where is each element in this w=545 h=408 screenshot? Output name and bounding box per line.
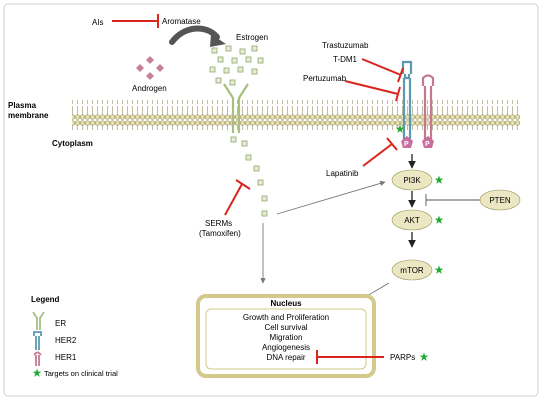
cytoplasm-label: Cytoplasm [52,139,93,148]
tdm1-inhibition-bar [397,67,404,83]
legend-her1-label: HER1 [55,353,77,362]
akt-label: AKT [404,216,420,225]
mtor-label: mTOR [400,266,424,275]
estrogen-label: Estrogen [236,33,268,42]
pertuzumab-inhibition-bar [395,86,401,102]
estrogen-squares-cytoplasm [230,136,268,217]
legend-targets-label: Targets on clinical trial [44,369,118,378]
pi3k-node: PI3K [391,169,433,191]
akt-node: AKT [391,209,433,231]
estrogen-molecules [209,45,264,86]
legend-her2-icon [33,331,42,350]
process-dna-repair: DNA repair [266,353,305,362]
lapatinib-label: Lapatinib [326,169,359,178]
plasma-membrane [72,100,520,130]
her2-receptor [401,60,413,140]
her1-receptor [421,74,435,140]
pten-node: PTEN [479,189,521,211]
estrogen-receptor [223,83,249,133]
membrane-label: membrane [8,111,49,120]
nucleus: Nucleus Growth and Proliferation Cell su… [196,294,376,378]
er-to-pi3k-arrow [276,180,386,215]
parps-label: PARPs [390,353,415,362]
trastuzumab-label: Trastuzumab [322,41,369,50]
aromatase-conversion-arrow [169,25,220,45]
lapatinib-inhibition-bar [386,137,398,151]
legend-her1-icon [33,351,42,366]
tamoxifen-label: (Tamoxifen) [199,229,241,238]
androgen-molecules [136,56,164,80]
pten-label: PTEN [489,196,511,205]
process-survival: Cell survival [264,323,307,332]
pi3k-label: PI3K [403,176,421,185]
legend-er-label: ER [55,319,66,328]
process-growth: Growth and Proliferation [243,313,329,322]
legend-her2-label: HER2 [55,336,77,345]
legend: Legend ER HER2 HER1 Targets on clinical … [31,295,118,378]
legend-er-icon [32,311,45,330]
legend-title: Legend [31,295,60,304]
tdm1-inhibition-line [361,58,402,76]
aromatase-label: Aromatase [162,17,201,26]
aromatase-arrowhead [210,34,226,47]
plasma-label: Plasma [8,101,37,110]
mtor-node: mTOR [391,259,433,281]
pertuzumab-inhibition-line [344,80,399,95]
serms-inhibition-line [224,183,243,216]
her1-phospho: P [422,136,434,148]
serms-label: SERMs [205,219,232,228]
serms-inhibition-bar [235,179,251,190]
lapatinib-inhibition-line [362,143,393,167]
pertuzumab-label: Pertuzumab [303,74,347,83]
svg-text:P: P [404,141,409,148]
process-migration: Migration [270,333,303,342]
her2-phospho: P [401,136,413,148]
androgen-label: Androgen [132,84,167,93]
tdm1-label: T-DM1 [333,55,358,64]
svg-text:P: P [425,141,430,148]
nucleus-title: Nucleus [270,299,302,308]
ais-label: AIs [92,18,104,27]
process-angiogenesis: Angiogenesis [262,343,310,352]
